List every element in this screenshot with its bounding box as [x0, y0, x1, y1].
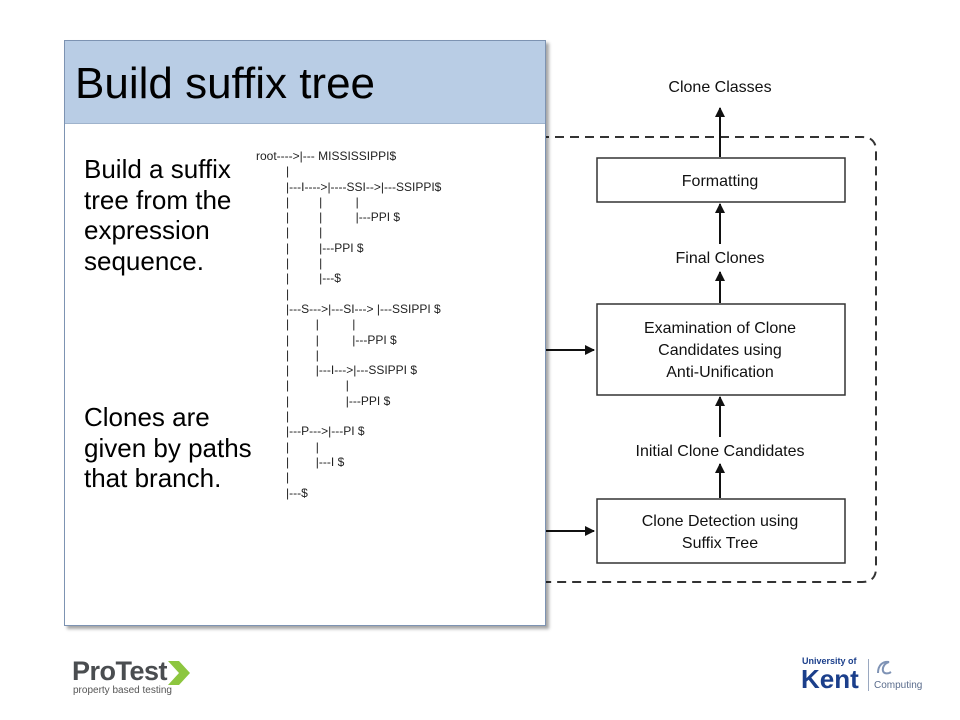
detection-box — [596, 498, 846, 564]
detection-label-line-1: Clone Detection using — [642, 513, 799, 530]
examination-box — [596, 303, 846, 396]
kent-wordmark: Kent — [801, 664, 859, 694]
examination-label-line-3: Anti-Unification — [666, 364, 774, 381]
final-clones-label: Final Clones — [676, 250, 765, 267]
card-header — [65, 41, 545, 124]
protest-pro: Pro — [72, 656, 116, 686]
kent-university-of: University of — [802, 656, 857, 666]
suffix-tree-listing: root---->|--- MISSISSIPPI$ | |---I---->|… — [256, 149, 442, 500]
kent-divider — [868, 659, 869, 691]
examination-label-line-1: Examination of Clone — [644, 320, 796, 337]
protest-tagline: property based testing — [73, 685, 172, 696]
slide-title: Build suffix tree — [75, 59, 376, 108]
protest-wordmark: ProTest — [72, 656, 168, 687]
paragraph-build: Build a suffix tree from the expression … — [84, 154, 232, 276]
slide-card: Build suffix tree Build a suffix tree fr… — [64, 40, 546, 626]
initial-candidates-label: Initial Clone Candidates — [636, 443, 805, 460]
kent-computing: Computing — [874, 680, 923, 691]
formatting-box — [596, 157, 846, 203]
protest-test: Test — [115, 656, 168, 686]
clone-classes-label: Clone Classes — [668, 79, 771, 96]
paragraph-clones: Clones are given by paths that branch. — [84, 402, 252, 493]
examination-label-line-2: Candidates using — [658, 342, 782, 359]
kent-swirl-icon — [877, 660, 892, 675]
protest-logo: ProTest property based testing — [72, 656, 202, 696]
kent-logo: University of Kent Computing — [801, 656, 932, 696]
protest-arrow-icon — [168, 661, 190, 685]
detection-label-line-2: Suffix Tree — [682, 535, 758, 552]
formatting-label: Formatting — [682, 173, 758, 190]
